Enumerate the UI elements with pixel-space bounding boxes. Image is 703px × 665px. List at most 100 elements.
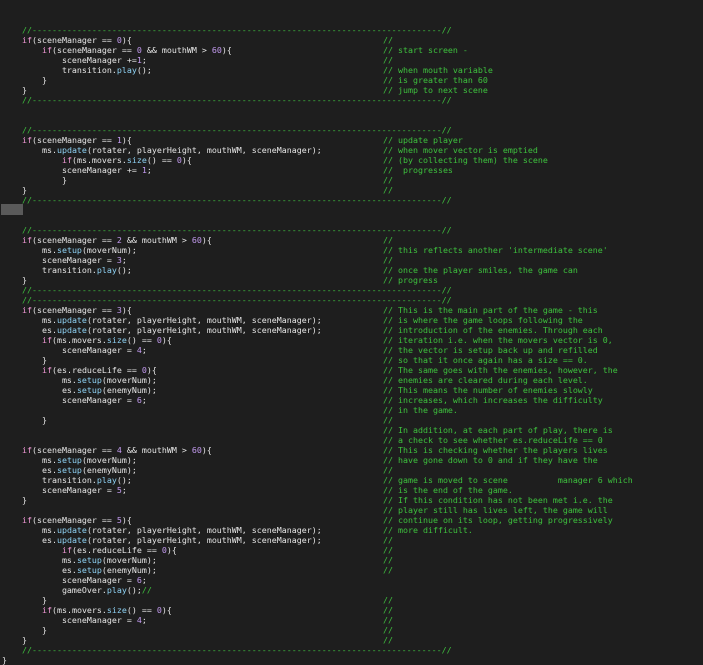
- code-comment: // in the game.: [383, 405, 458, 415]
- code-text: if(ms.movers.size() == 0){: [41, 605, 172, 615]
- code-text: //--------------------------------------…: [2, 95, 452, 105]
- code-text: }: [2, 625, 47, 635]
- code-comment: //: [383, 545, 393, 555]
- code-text: //--------------------------------------…: [2, 285, 452, 295]
- code-text: }: [2, 175, 67, 185]
- code-text: //--------------------------------------…: [2, 195, 452, 205]
- current-line-marker: [1, 204, 23, 215]
- code-comment: // introduction of the enemies. Through …: [383, 325, 603, 335]
- code-comment: // (by collecting them) the scene: [383, 155, 548, 165]
- code-text: //--------------------------------------…: [2, 125, 452, 135]
- code-text: gameOver.play();//: [2, 585, 152, 595]
- code-comment: // is where the game loops following the: [383, 315, 583, 325]
- code-text: es.setup(enemyNum);: [2, 385, 157, 395]
- code-comment: // when mover vector is emptied: [383, 145, 538, 155]
- code-text: transition.play();: [2, 475, 132, 485]
- code-text: if(sceneManager == 5){: [21, 515, 132, 525]
- code-text: if(ms.movers.size() == 0){: [61, 155, 192, 165]
- code-text: }: [2, 185, 27, 195]
- code-comment: // so that it once again has a size == 0…: [383, 355, 588, 365]
- code-comment: // The same goes with the enemies, howev…: [383, 365, 618, 375]
- code-comment: //: [383, 555, 393, 565]
- code-text: }: [2, 655, 7, 665]
- code-text: //--------------------------------------…: [2, 295, 452, 305]
- code-comment: // the vector is setup back up and refil…: [383, 345, 598, 355]
- code-text: sceneManager = 4;: [2, 615, 147, 625]
- code-text: if(sceneManager == 0 && mouthWM > 60){: [41, 45, 232, 55]
- code-comment: // is the end of the game.: [383, 485, 513, 495]
- code-comment: //: [383, 595, 393, 605]
- code-comment: //: [383, 465, 393, 475]
- code-comment: // In addition, at each part of play, th…: [383, 425, 613, 435]
- code-comment: // once the player smiles, the game can: [383, 265, 578, 275]
- code-comment: //: [383, 175, 393, 185]
- code-comment: // a check to see whether es.reduceLife …: [383, 435, 603, 445]
- code-text: }: [2, 635, 27, 645]
- code-text: if(sceneManager == 1){: [21, 135, 132, 145]
- code-comment: //: [383, 605, 393, 615]
- code-comment: //: [383, 535, 393, 545]
- code-comment: //: [383, 565, 393, 575]
- scrollbar-track[interactable]: [697, 0, 703, 660]
- code-comment: // This is checking whether the players …: [383, 445, 608, 455]
- code-comment: //: [383, 35, 393, 45]
- code-text: transition.play();: [2, 65, 152, 75]
- code-text: //--------------------------------------…: [2, 25, 452, 35]
- code-text: if(es.reduceLife == 0){: [41, 365, 157, 375]
- code-comment: // If this condition has not been met i.…: [383, 495, 613, 505]
- code-text: ms.update(rotater, playerHeight, mouthWM…: [2, 315, 322, 325]
- code-text: sceneManager = 6;: [2, 395, 147, 405]
- code-comment: // progresses: [383, 165, 453, 175]
- code-text: es.update(rotater, playerHeight, mouthWM…: [2, 535, 322, 545]
- code-comment: // This means the number of enemies slow…: [383, 385, 593, 395]
- code-text: ms.setup(moverNum);: [2, 455, 137, 465]
- code-text: sceneManager += 1;: [2, 165, 152, 175]
- code-text: ms.setup(moverNum);: [2, 245, 137, 255]
- code-comment: //: [383, 235, 393, 245]
- code-text: sceneManager = 4;: [2, 345, 147, 355]
- code-text: }: [2, 75, 47, 85]
- code-comment: // is greater than 60: [383, 75, 488, 85]
- code-text: if(sceneManager == 3){: [21, 305, 132, 315]
- code-text: //--------------------------------------…: [2, 645, 452, 655]
- code-text: ms.setup(moverNum);: [2, 375, 157, 385]
- code-comment: // This is the main part of the game - t…: [383, 305, 598, 315]
- code-comment: // progress: [383, 275, 438, 285]
- code-comment: // when mouth variable: [383, 65, 493, 75]
- code-text: if(sceneManager == 0){: [21, 35, 132, 45]
- code-text: es.setup(enemyNum);: [2, 565, 157, 575]
- code-text: }: [2, 495, 27, 505]
- code-text: }: [2, 355, 47, 365]
- code-text: if(sceneManager == 2 && mouthWM > 60){: [21, 235, 212, 245]
- code-comment: //: [383, 185, 393, 195]
- code-comment: //: [383, 625, 393, 635]
- code-comment: //: [383, 635, 393, 645]
- code-comment: // update player: [383, 135, 463, 145]
- code-comment: // enemies are cleared during each level…: [383, 375, 588, 385]
- code-text: }: [2, 275, 27, 285]
- code-text: if(ms.movers.size() == 0){: [41, 335, 172, 345]
- code-text: sceneManager +=1;: [2, 55, 147, 65]
- code-comment: // game is moved to scene manager 6 whic…: [383, 475, 633, 485]
- code-comment: // have gone down to 0 and if they have …: [383, 455, 598, 465]
- code-comment: // iteration i.e. when the movers vector…: [383, 335, 613, 345]
- code-text: sceneManager = 3;: [2, 255, 127, 265]
- code-text: transition.play();: [2, 265, 132, 275]
- code-text: if(es.reduceLife == 0){: [61, 545, 177, 555]
- code-text: }: [2, 85, 27, 95]
- code-text: es.setup(enemyNum);: [2, 465, 137, 475]
- code-comment: // player still has lives left, the game…: [383, 505, 608, 515]
- code-text: sceneManager = 5;: [2, 485, 127, 495]
- code-text: ms.update(rotater, playerHeight, mouthWM…: [2, 525, 322, 535]
- code-text: //--------------------------------------…: [2, 225, 452, 235]
- code-comment: //: [383, 615, 393, 625]
- code-text: }: [2, 415, 47, 425]
- code-text: sceneManager = 6;: [2, 575, 147, 585]
- code-text: ms.update(rotater, playerHeight, mouthWM…: [2, 145, 322, 155]
- code-comment: //: [383, 415, 393, 425]
- code-text: }: [2, 595, 47, 605]
- code-comment: // start screen -: [383, 45, 468, 55]
- code-comment: //: [383, 55, 393, 65]
- code-comment: //: [383, 255, 393, 265]
